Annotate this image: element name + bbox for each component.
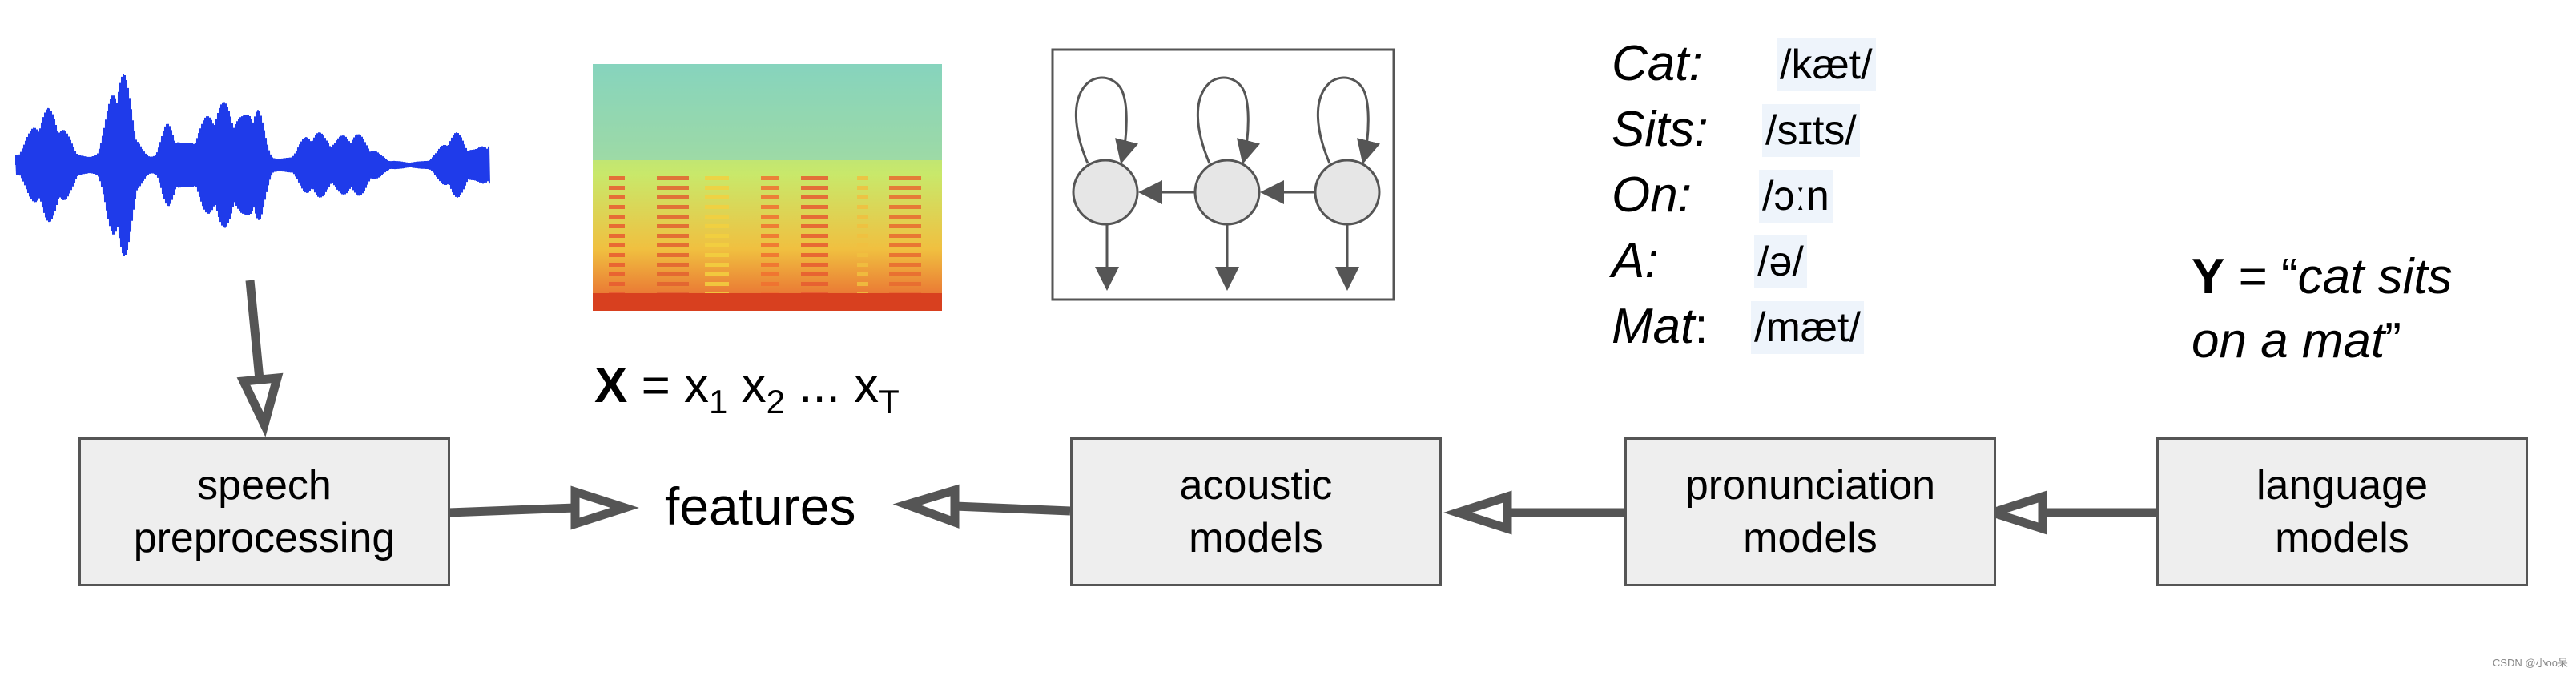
hmm-state-2 [1193, 159, 1261, 226]
arrow-acoustic-to-features [892, 484, 1071, 529]
lexicon-word-on: On: [1612, 167, 1692, 223]
pronunciation-models-box: pronunciation models [1624, 437, 1996, 586]
spectrogram [593, 64, 942, 311]
lexicon-ipa-a: /ə/ [1754, 235, 1807, 288]
hmm-self-loop-2 [1196, 76, 1261, 164]
arrow-waveform-to-preprocessing [236, 280, 284, 437]
hmm-self-loop-1 [1074, 76, 1139, 164]
lexicon-word-a: A: [1612, 233, 1659, 288]
box-label-line: preprocessing [133, 515, 396, 561]
lexicon-word-cat: Cat: [1612, 36, 1703, 91]
x-term-T: xT [854, 358, 900, 420]
lexicon-word-mat: Mat: [1612, 299, 1709, 354]
y-symbol: Y [2192, 249, 2225, 304]
x-equation: X = x1 x2 ... xT [594, 354, 900, 434]
lexicon-ipa-mat: /mæt/ [1751, 301, 1864, 354]
lexicon-word-sits: Sits: [1612, 102, 1709, 157]
lexicon-ipa-on: /ɔːn [1759, 170, 1833, 223]
box-label-line: pronunciation [1684, 462, 1936, 509]
speech-preprocessing-box: speech preprocessing [78, 437, 450, 586]
box-label-line: models [1189, 515, 1323, 561]
acoustic-models-box: acoustic models [1070, 437, 1442, 586]
hmm-diagram [1051, 48, 1395, 301]
box-label-line: models [2275, 515, 2409, 561]
box-label-line: language [2256, 462, 2428, 509]
lexicon-ipa-cat: /kæt/ [1777, 38, 1876, 91]
hmm-self-loop-3 [1316, 76, 1381, 164]
y-equation: Y = “cat sits on a mat” [2192, 245, 2453, 373]
y-sentence-line2: on a mat [2192, 313, 2385, 368]
y-close-quote: ” [2385, 313, 2401, 368]
box-label-line: acoustic [1179, 462, 1333, 509]
watermark: CSDN @小oo呆 [2492, 657, 2568, 669]
waveform-trace [15, 74, 490, 256]
hmm-state-3 [1314, 159, 1381, 226]
arrow-pronunciation-to-acoustic [1443, 490, 1626, 535]
hmm-state-1 [1072, 159, 1139, 226]
box-label-line: models [1743, 515, 1878, 561]
y-sentence-line1: cat sits [2297, 249, 2453, 304]
arrow-preprocessing-to-features [448, 485, 639, 530]
features-label: features [665, 477, 856, 536]
x-term-1: x1 [684, 358, 728, 420]
arrow-language-to-pronunciation [1978, 490, 2158, 535]
x-equals: = [627, 358, 685, 413]
box-label-line: speech [197, 462, 332, 509]
language-models-box: language models [2156, 437, 2528, 586]
x-ellipsis: ... [799, 358, 840, 413]
speech-waveform [15, 74, 490, 256]
x-symbol: X [594, 358, 628, 413]
y-equals: = “ [2224, 249, 2298, 304]
x-term-2: x2 [741, 358, 785, 420]
lexicon-ipa-sits: /sɪts/ [1762, 104, 1860, 157]
